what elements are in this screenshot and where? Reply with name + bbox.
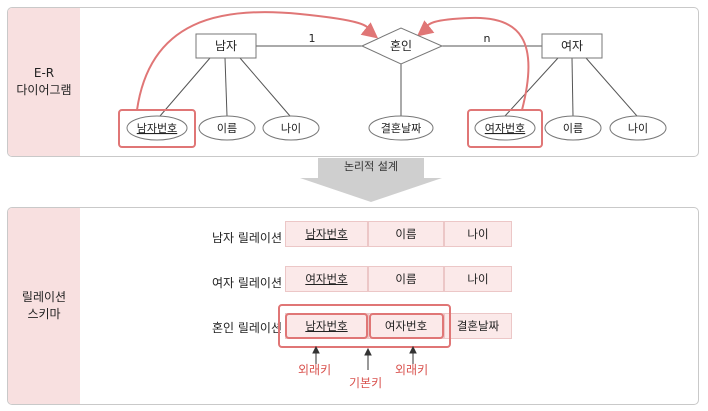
attr-female-age	[609, 115, 667, 141]
male-relation-col-age: 나이	[444, 221, 512, 247]
female-id-arrow	[416, 16, 530, 111]
male-relation-name: 남자 릴레이션	[211, 231, 282, 245]
attr-female-age-label: 나이	[628, 122, 648, 135]
er-diagram-svg: 남자 여자 혼인 1 n 남자번호 이름 나이 결혼날짜 여자번호 이름 나이	[118, 11, 667, 148]
schema-label-line1: 릴레이션	[21, 290, 67, 304]
cardinality-left: 1	[309, 32, 316, 45]
male-relation-col-id: 남자번호	[285, 221, 368, 247]
marriage-relationship-diamond	[360, 27, 444, 65]
er-diagram-panel: E-R 다이어그램	[7, 7, 699, 157]
foreign-key-female-outline	[369, 313, 444, 339]
attr-female-name-label: 이름	[563, 122, 583, 135]
male-relation-col-name: 이름	[368, 221, 444, 247]
female-relation-col-name: 이름	[368, 266, 444, 292]
male-entity-box	[195, 33, 257, 59]
female-relation-col-id: 여자번호	[285, 266, 368, 292]
attr-female-id	[474, 115, 536, 141]
male-entity-label: 남자	[215, 39, 237, 53]
female-relation-col-age: 나이	[444, 266, 512, 292]
female-entity-label: 여자	[561, 39, 583, 53]
attr-male-name	[198, 115, 256, 141]
male-id-highlight	[118, 109, 196, 148]
marriage-relation-name: 혼인 릴레이션	[211, 321, 282, 335]
attr-male-age-label: 나이	[281, 122, 301, 135]
schema-panel-label: 릴레이션 스키마	[8, 208, 80, 404]
female-id-highlight	[467, 109, 543, 148]
attr-male-id	[126, 115, 188, 141]
schema-label-line2: 스키마	[27, 307, 61, 321]
marriage-relation-col-date: 결혼날짜	[444, 313, 512, 339]
attr-male-id-label: 남자번호	[137, 122, 177, 135]
female-entity-box	[541, 33, 603, 59]
er-label-line1: E-R	[33, 66, 55, 80]
primary-key-outline	[278, 304, 451, 348]
transition-arrow	[300, 158, 442, 202]
er-panel-label: E-R 다이어그램	[8, 8, 80, 156]
foreign-key-label-left: 외래키	[298, 363, 332, 377]
cardinality-right: n	[484, 32, 491, 45]
primary-key-label: 기본키	[349, 376, 383, 390]
male-id-arrow	[136, 11, 379, 111]
attr-female-id-label: 여자번호	[485, 122, 525, 135]
foreign-key-male-outline	[285, 313, 368, 339]
attr-marriage-date-label: 결혼날짜	[381, 122, 421, 135]
attr-marriage-date	[368, 115, 434, 141]
attr-female-name	[544, 115, 602, 141]
relationship-label: 혼인	[390, 39, 412, 53]
attr-male-age	[262, 115, 320, 141]
female-relation-name: 여자 릴레이션	[211, 276, 282, 290]
attr-male-name-label: 이름	[217, 122, 237, 135]
foreign-key-label-right: 외래키	[395, 363, 429, 377]
transition-label: 논리적 설계	[343, 160, 399, 173]
er-label-line2: 다이어그램	[16, 83, 72, 97]
